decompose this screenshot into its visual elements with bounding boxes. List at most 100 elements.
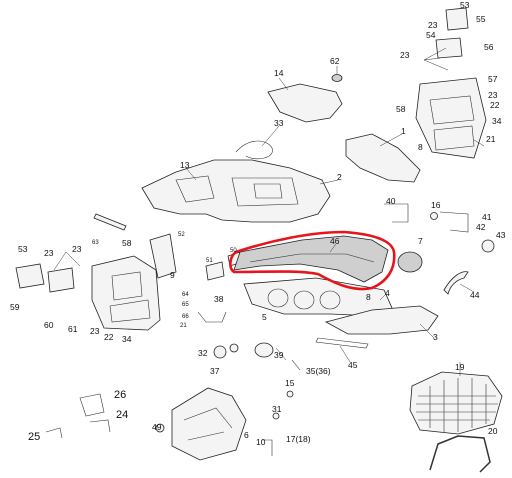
callout-54: 54 — [426, 30, 436, 40]
callout-23c: 23 — [488, 90, 498, 100]
callout-15: 15 — [285, 378, 295, 388]
callout-53b: 53 — [18, 244, 28, 254]
part-43-knob[interactable] — [481, 239, 495, 253]
callout-39: 39 — [274, 350, 284, 360]
part-40-bracket[interactable] — [384, 203, 409, 223]
callout-45: 45 — [348, 360, 358, 370]
callout-22a: 22 — [490, 100, 500, 110]
callout-labels: 1 2 3 4 5 6 7 8 8 9 10 13 14 15 16 17(18… — [10, 0, 506, 447]
callout-21b: 21 — [180, 323, 187, 329]
callout-62: 62 — [330, 56, 340, 66]
callout-52: 52 — [178, 232, 185, 238]
callout-50: 50 — [230, 248, 237, 254]
part-10-bracket[interactable] — [262, 439, 273, 456]
part-3-lower-console[interactable] — [324, 305, 439, 335]
callout-37: 37 — [210, 366, 220, 376]
callout-21a: 21 — [486, 134, 496, 144]
part-35-cable[interactable] — [291, 359, 301, 371]
callout-7: 7 — [418, 236, 423, 246]
callout-20: 20 — [488, 426, 498, 436]
callout-60: 60 — [44, 320, 54, 330]
part-14-fender[interactable] — [267, 83, 343, 123]
part-32-switch[interactable] — [213, 345, 227, 359]
part-52-panel[interactable] — [149, 233, 177, 279]
part-51-panel[interactable] — [205, 261, 225, 281]
callout-1: 1 — [401, 126, 406, 136]
callout-34a: 34 — [492, 116, 502, 126]
callout-42: 42 — [476, 222, 486, 232]
callout-24: 24 — [116, 409, 128, 421]
callout-59: 59 — [10, 302, 20, 312]
part-56-switch[interactable] — [435, 37, 463, 59]
callout-49: 49 — [152, 422, 162, 432]
part-63-strip[interactable] — [93, 213, 127, 231]
callout-56: 56 — [484, 42, 494, 52]
callout-66: 66 — [182, 314, 189, 320]
callout-8b: 8 — [366, 292, 371, 302]
part-16-bolt[interactable] — [430, 212, 438, 220]
part-60-left-console[interactable] — [91, 255, 161, 331]
highlight-part-46 — [229, 230, 396, 291]
part-39-gauge[interactable] — [254, 342, 274, 358]
part-38-bracket[interactable] — [197, 311, 227, 323]
callout-64: 64 — [182, 292, 189, 298]
callout-25: 25 — [28, 431, 40, 443]
part-31-bolt[interactable] — [272, 412, 280, 420]
part-2-front-body[interactable] — [141, 159, 331, 223]
callout-19: 19 — [455, 362, 465, 372]
part-19-grille[interactable] — [409, 371, 503, 435]
part-59-switch-block[interactable] — [15, 263, 45, 289]
callout-32: 32 — [198, 348, 208, 358]
part-55-switch[interactable] — [445, 7, 469, 31]
callout-10: 10 — [256, 437, 266, 447]
callout-61: 61 — [68, 324, 78, 334]
callout-46: 46 — [330, 236, 340, 246]
callout-23d: 23 — [44, 248, 54, 258]
part-62-cap[interactable] — [331, 74, 343, 82]
part-33-cable[interactable] — [235, 140, 273, 160]
part-46-dash-top[interactable] — [233, 235, 389, 283]
callout-4: 4 — [385, 288, 390, 298]
callout-17-18: 17(18) — [286, 434, 311, 444]
callout-16: 16 — [431, 200, 441, 210]
callout-34b: 34 — [122, 334, 132, 344]
callout-58a: 58 — [396, 104, 406, 114]
callout-53a: 53 — [460, 0, 470, 10]
part-20-frame[interactable] — [429, 435, 491, 473]
callout-2: 2 — [337, 172, 342, 182]
part-41-bracket[interactable] — [439, 211, 469, 233]
part-58-right-console[interactable] — [415, 77, 487, 159]
callout-8a: 8 — [418, 142, 423, 152]
callout-51: 51 — [206, 258, 213, 264]
part-26-bracket[interactable] — [79, 393, 105, 417]
callout-26: 26 — [114, 389, 126, 401]
part-60-switch-block[interactable] — [47, 267, 75, 293]
callout-40: 40 — [386, 196, 396, 206]
callout-31: 31 — [272, 404, 282, 414]
callout-23a: 23 — [428, 20, 438, 30]
callout-57: 57 — [488, 74, 498, 84]
callout-13: 13 — [180, 160, 190, 170]
callout-23b: 23 — [400, 50, 410, 60]
part-25-clip[interactable] — [45, 427, 63, 439]
part-49-bolt[interactable] — [155, 423, 165, 433]
part-45-trim[interactable] — [315, 337, 369, 349]
callout-22b: 22 — [104, 332, 114, 342]
callout-9: 9 — [170, 270, 175, 280]
callout-41: 41 — [482, 212, 492, 222]
part-6-frame[interactable] — [171, 387, 247, 461]
part-37-connector[interactable] — [229, 343, 239, 353]
callout-38: 38 — [214, 294, 224, 304]
part-7-gauge[interactable] — [397, 251, 423, 273]
callout-55: 55 — [476, 14, 486, 24]
callout-23f: 23 — [90, 326, 100, 336]
callout-14: 14 — [274, 68, 284, 78]
callout-65: 65 — [182, 302, 189, 308]
callout-44: 44 — [470, 290, 480, 300]
callout-58b: 58 — [122, 238, 132, 248]
part-1-side-cover[interactable] — [345, 133, 421, 183]
part-15-bolt[interactable] — [286, 390, 294, 398]
part-24-bracket[interactable] — [89, 419, 111, 433]
part-44-trim[interactable] — [443, 271, 469, 295]
